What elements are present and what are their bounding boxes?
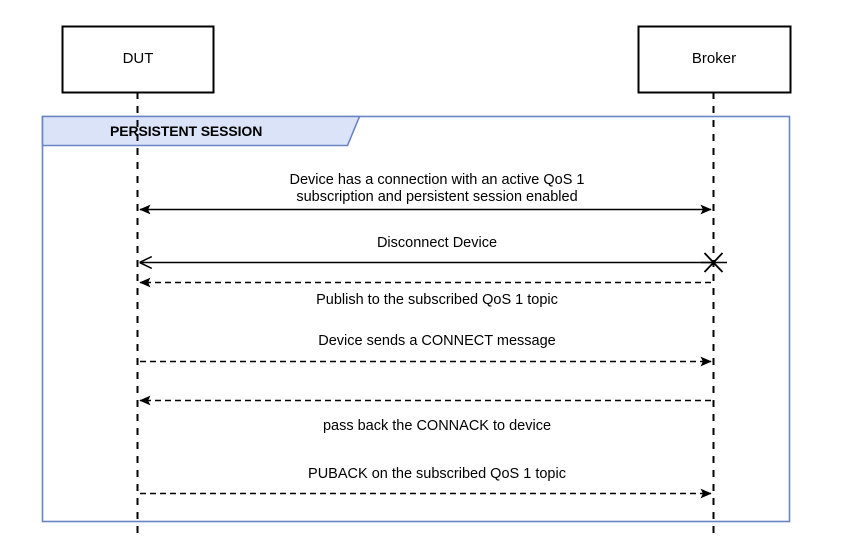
actor-box-dut[interactable] [61, 25, 215, 94]
frame-border [41, 115, 791, 523]
persistent-session-frame [41, 115, 791, 523]
actor-box-broker[interactable] [637, 25, 792, 94]
broker-box-rect [637, 25, 792, 94]
destroy-x-marker [703, 252, 724, 273]
dut-box-rect [61, 25, 215, 94]
frame-header-tab [41, 115, 361, 147]
